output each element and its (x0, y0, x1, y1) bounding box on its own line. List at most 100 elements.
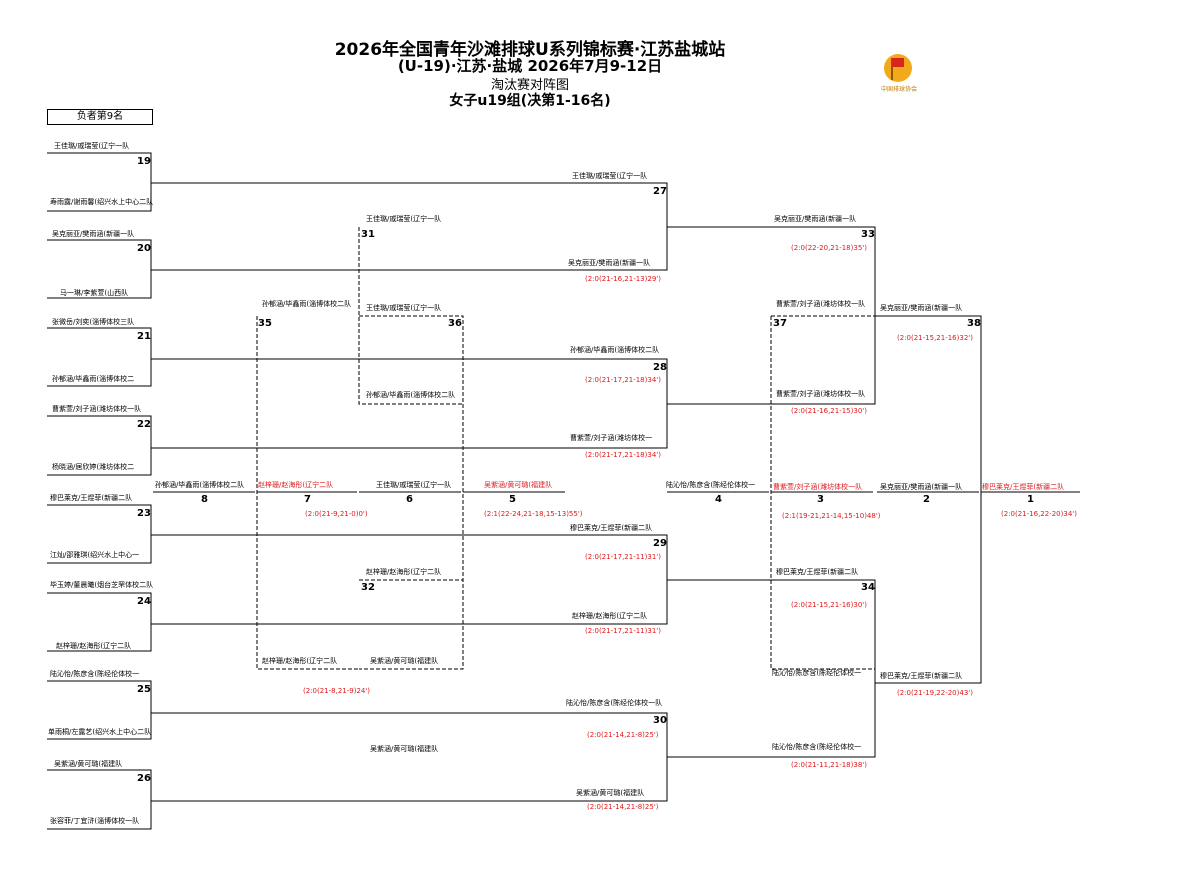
place-1-score: (2:0(21-16,22-20)34') (1001, 510, 1077, 518)
place-8-label: 8 (201, 494, 208, 505)
place-1-label: 1 (1027, 494, 1034, 505)
m36-team: 王佳璐/戚瑞莹(辽宁一队 (366, 304, 442, 312)
match-37-score: (2:0(21-16,21-15)30') (791, 407, 867, 415)
place-5-label: 5 (509, 494, 516, 505)
logo-flag-icon (892, 58, 904, 67)
m38-team: 穆巴莱克/王煜菲(新疆二队 (880, 672, 963, 680)
match-33-number: 33 (861, 229, 875, 240)
loser-ninth-label: 负者第9名 (47, 109, 153, 125)
tournament-subtitle: (U-19)·江苏·盐城 2026年7月9-12日 (397, 57, 663, 75)
match-27-bracket (151, 182, 668, 271)
r1-team: 穆巴莱克/王煜菲(新疆二队 (50, 494, 133, 502)
match-26-number: 26 (137, 773, 151, 784)
m35-team: 赵梓珊/赵海彤(辽宁二队 (262, 657, 338, 665)
match-33-score: (2:0(22-20,21-18)35') (791, 244, 867, 252)
match-34-score: (2:0(21-15,21-16)30') (791, 601, 867, 609)
r1-team: 马一琳/李紫萱(山西队 (60, 289, 129, 297)
r2-team: 吴紫涵/黄可璐(福建队 (576, 789, 645, 797)
match-23-number: 23 (137, 508, 151, 519)
match-22-bracket (47, 415, 152, 476)
r2-team: 孙郁涵/毕鑫雨(淄博体校二队 (570, 346, 660, 354)
place-7-label: 7 (304, 494, 311, 505)
place-7-team: 赵梓珊/赵海彤(辽宁二队 (258, 481, 334, 489)
m37-team: 陆沁怡/陈彦含(陈经伦体校一 (772, 669, 862, 677)
match-28-score-b: (2:0(21-17,21-18)34') (585, 451, 661, 459)
r2-team: 陆沁怡/陈彦含(陈经伦体校一队 (566, 699, 663, 707)
match-35-number: 35 (258, 318, 272, 329)
place-7-score: (2:0(21-9,21-0)0') (305, 510, 368, 518)
r1-team: 陆沁怡/陈彦含(陈经伦体校一 (50, 670, 140, 678)
r1-team: 寿雨露/谢雨馨(绍兴水上中心二队 (50, 198, 154, 206)
r2-team: 曹紫萱/刘子涵(潍坊体校一 (570, 434, 653, 442)
r1-team: 曹紫萱/刘子涵(潍坊体校一队 (52, 405, 142, 413)
m36-team: 吴紫涵/黄可璐(福建队 (370, 657, 439, 665)
m31-team: 孙郁涵/毕鑫雨(淄博体校二队 (366, 391, 456, 399)
r1-team: 王佳璐/戚瑞莹(辽宁一队 (54, 142, 130, 150)
m34-team: 穆巴莱克/王煜菲(新疆二队 (776, 568, 859, 576)
match-22-number: 22 (137, 419, 151, 430)
place-4-label: 4 (715, 494, 722, 505)
match-36-bracket (359, 315, 464, 670)
place-2-label: 2 (923, 494, 930, 505)
group-name: 女子u19组(决第1-16名) (449, 93, 611, 109)
logo-pole-icon (891, 58, 893, 80)
place-3-score: (2:1(19-21,21-14,15-10)48') (782, 512, 881, 520)
place-2-team: 吴克丽亚/樊雨涵(新疆一队 (880, 483, 963, 491)
r2-team: 穆巴莱克/王煜菲(新疆二队 (570, 524, 653, 532)
match-19-number: 19 (137, 156, 151, 167)
r1-team: 单雨桐/左露艺(绍兴水上中心二队 (48, 728, 152, 736)
match-20-bracket (47, 239, 152, 299)
place-5-team: 吴紫涵/黄可璐(福建队 (484, 481, 553, 489)
match-31-number: 31 (361, 229, 375, 240)
match-30-bracket (151, 712, 668, 802)
m32-team: 赵梓珊/赵海彤(辽宁二队 (366, 568, 442, 576)
place-3-label: 3 (817, 494, 824, 505)
r1-team: 张微岳/刘奕(淄博体校三队 (52, 318, 135, 326)
match-35-score: (2:0(21-8,21-9)24') (303, 687, 371, 695)
match-27-score: (2:0(21-16,21-13)29') (585, 275, 661, 283)
place-1-team: 穆巴莱克/王煜菲(新疆二队 (982, 483, 1065, 491)
match-34-score-b: (2:0(21-11,21-18)38') (791, 761, 867, 769)
match-28-score: (2:0(21-17,21-18)34') (585, 376, 661, 384)
place-5-score: (2:1(22-24,21-18,15-13)55') (484, 510, 583, 518)
m38-team: 吴克丽亚/樊雨涵(新疆一队 (880, 304, 963, 312)
m35-team: 孙郁涵/毕鑫雨(淄博体校二队 (262, 300, 352, 308)
match-24-number: 24 (137, 596, 151, 607)
match-31-bracket (358, 227, 463, 405)
match-23-bracket (47, 504, 152, 564)
match-30-score-b: (2:0(21-14,21-8)25') (587, 803, 659, 811)
r1-team: 吴克丽亚/樊雨涵(新疆一队 (52, 230, 135, 238)
match-37-number: 37 (773, 318, 787, 329)
place-6-label: 6 (406, 494, 413, 505)
match-36-number: 36 (448, 318, 462, 329)
r2-team: 赵梓珊/赵海彤(辽宁二队 (572, 612, 648, 620)
r1-team: 张容菲/丁宜浒(淄博体校一队 (50, 817, 140, 825)
r1-team: 赵梓珊/赵海彤(辽宁二队 (56, 642, 132, 650)
m32-team: 吴紫涵/黄可璐(福建队 (370, 745, 439, 753)
match-25-bracket (47, 680, 152, 740)
match-29-score-b: (2:0(21-17,21-11)31') (585, 627, 661, 635)
volleyball-association-logo: 中国排球协会 (870, 50, 930, 100)
r1-team: 杨晓涵/居欣婷(潍坊体校二 (52, 463, 135, 471)
place-8-team: 孙郁涵/毕鑫雨(淄博体校二队 (155, 481, 245, 489)
r1-team: 吴紫涵/黄可璐(福建队 (54, 760, 123, 768)
match-34-number: 34 (861, 582, 875, 593)
m31-team: 王佳璐/戚瑞莹(辽宁一队 (366, 215, 442, 223)
match-32-number: 32 (361, 582, 375, 593)
match-38-bracket (875, 315, 982, 684)
match-29-number: 29 (653, 538, 667, 549)
match-25-number: 25 (137, 684, 151, 695)
match-38-number: 38 (967, 318, 981, 329)
match-38-score-b: (2:0(21-19,22-20)43') (897, 689, 973, 697)
match-37-bracket (770, 315, 875, 670)
match-20-number: 20 (137, 243, 151, 254)
chart-name: 淘汰赛对阵图 (490, 78, 569, 93)
match-30-score: (2:0(21-14,21-8)25') (587, 731, 659, 739)
match-29-score: (2:0(21-17,21-11)31') (585, 553, 661, 561)
tournament-title: 2026年全国青年沙滩排球U系列锦标赛·江苏盐城站 (334, 40, 726, 60)
match-30-number: 30 (653, 715, 667, 726)
match-28-number: 28 (653, 362, 667, 373)
place-6-team: 王佳璐/戚瑞莹(辽宁一队 (376, 481, 452, 489)
logo-text: 中国排球协会 (880, 86, 917, 93)
